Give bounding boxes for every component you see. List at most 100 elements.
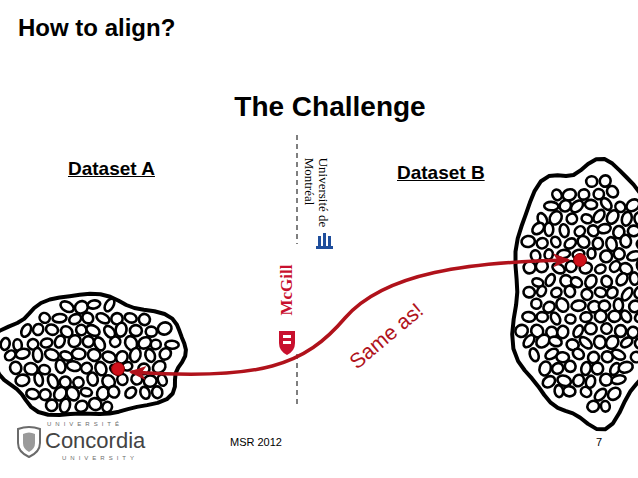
cell xyxy=(66,360,82,372)
cell xyxy=(562,385,576,397)
cell xyxy=(101,401,113,414)
cell xyxy=(571,347,586,362)
divider-line xyxy=(296,135,298,244)
cell xyxy=(593,238,604,250)
footer-text: MSR 2012 xyxy=(230,436,282,448)
same-as-arrow xyxy=(132,260,567,374)
cell xyxy=(585,199,598,209)
cell xyxy=(549,235,562,249)
cell xyxy=(151,386,163,400)
cell xyxy=(550,361,565,376)
cell xyxy=(25,388,40,401)
cell xyxy=(531,298,542,309)
cell xyxy=(620,234,632,248)
cell xyxy=(633,310,638,324)
cell xyxy=(617,360,634,374)
cell xyxy=(86,372,99,387)
cell xyxy=(544,222,553,236)
slide-title: How to align? xyxy=(18,14,175,42)
cell xyxy=(599,321,614,336)
cell xyxy=(610,348,626,362)
cell xyxy=(87,300,101,310)
cell xyxy=(619,309,633,324)
cell xyxy=(571,300,586,312)
cell xyxy=(563,284,576,298)
logo-small-text: UNIVERSITY xyxy=(62,455,138,461)
cell xyxy=(565,212,579,226)
cell xyxy=(124,312,138,324)
cell xyxy=(536,311,549,322)
udem-icon-base xyxy=(316,246,333,249)
cell xyxy=(15,347,31,360)
cell xyxy=(580,361,592,376)
cell xyxy=(53,334,67,349)
udem-icon xyxy=(316,233,333,249)
cell xyxy=(31,322,44,336)
cell xyxy=(549,311,562,326)
cell xyxy=(635,238,638,252)
cell xyxy=(614,271,630,287)
page-number: 7 xyxy=(596,436,602,448)
dataset-heading: Dataset A xyxy=(68,158,155,180)
cell xyxy=(32,348,42,363)
cell-cluster xyxy=(512,159,638,429)
cell xyxy=(19,323,33,339)
cell xyxy=(608,310,622,323)
cell xyxy=(72,348,86,359)
cell xyxy=(528,347,540,362)
cell xyxy=(15,373,31,387)
red-dot xyxy=(574,254,587,267)
cell xyxy=(594,286,607,298)
cell xyxy=(151,340,161,350)
cell xyxy=(40,337,54,349)
cell xyxy=(580,311,593,323)
cell xyxy=(611,374,627,385)
cell xyxy=(521,333,536,349)
cell xyxy=(52,314,67,323)
university-logo-text: Université de Montréal xyxy=(302,157,329,241)
cell xyxy=(603,333,621,351)
cell xyxy=(0,337,11,351)
cell xyxy=(580,213,593,225)
mcgill-shield-mark xyxy=(283,335,291,344)
cell xyxy=(548,335,563,348)
cell xyxy=(74,399,89,414)
cell xyxy=(522,311,536,322)
logo-small-text: UNIVERSITÉ xyxy=(47,421,123,427)
dataset-region: Dataset B xyxy=(395,162,638,427)
cell xyxy=(80,387,93,397)
cell xyxy=(626,250,638,263)
cell xyxy=(58,397,71,413)
cell xyxy=(87,396,104,413)
cell xyxy=(584,322,597,335)
dataset-region: Dataset A xyxy=(0,158,190,428)
cell xyxy=(45,323,60,337)
cell xyxy=(144,348,157,363)
cell xyxy=(605,184,621,200)
cell xyxy=(523,286,536,298)
cluster-outline xyxy=(512,159,638,429)
cell xyxy=(579,385,593,399)
cell xyxy=(55,359,67,374)
cell xyxy=(586,176,598,188)
red-dot xyxy=(112,363,125,376)
cell xyxy=(535,236,549,250)
cell xyxy=(106,384,121,400)
cell xyxy=(156,321,173,337)
cell xyxy=(557,249,571,259)
cell xyxy=(635,338,638,349)
cell xyxy=(544,202,559,211)
cell xyxy=(569,198,586,214)
mcgill-shield xyxy=(279,331,295,355)
udem-icon-bar xyxy=(323,233,326,248)
cell xyxy=(591,208,607,225)
cell xyxy=(586,399,601,414)
cell xyxy=(86,347,102,362)
cell xyxy=(564,313,576,325)
cell xyxy=(615,325,626,337)
cell xyxy=(157,346,173,362)
cell xyxy=(45,399,58,412)
cell xyxy=(619,335,634,349)
